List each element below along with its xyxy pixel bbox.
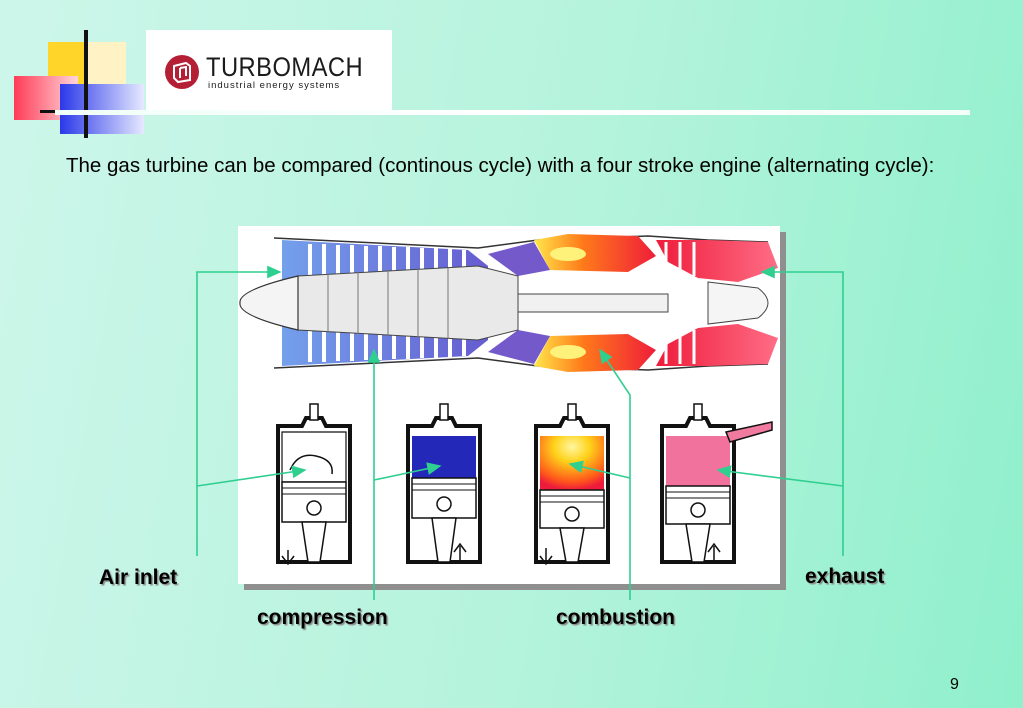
intro-text: The gas turbine can be compared (contino… [66,154,935,177]
decorative-squares [14,30,150,138]
piston-stage-exhaust [660,403,773,564]
exhaust-label: exhaust [805,565,885,588]
piston-stage-compression [406,403,482,564]
combustion-label: combustion [556,606,675,629]
logo-name: TURBOMACH [206,52,364,82]
turbomach-logo-icon [165,55,199,89]
turbine-vs-engine-illustration [238,226,786,590]
page-number: 9 [950,676,959,693]
compression-label: compression [257,606,388,629]
piston-stage-combustion [534,403,610,566]
logo-tagline: industrial energy systems [208,80,341,91]
air-inlet-label: Air inlet [99,566,178,589]
header-rule [55,110,970,115]
piston-stage-intake [276,403,352,566]
